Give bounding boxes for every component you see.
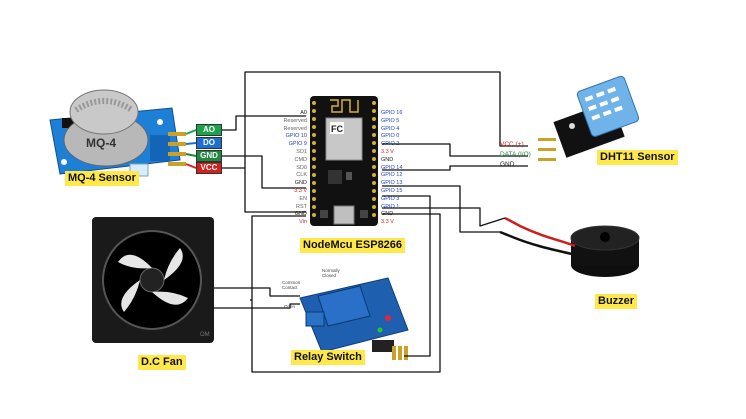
esp-pin-label: Vin — [299, 219, 307, 226]
svg-text:FC: FC — [331, 124, 343, 134]
relay-term-open: Open — [284, 304, 296, 309]
relay-switch-label: Relay Switch — [291, 350, 365, 365]
mq4-pin-vcc: VCC — [196, 162, 222, 174]
fan-image: OM — [92, 217, 214, 343]
esp-pin-label: GPIO 3 — [381, 195, 400, 202]
esp-pin-label: 3.3 V — [294, 187, 307, 194]
esp-pin-label: GPIO 12 — [381, 172, 403, 179]
esp-pin-label: EN — [299, 195, 307, 202]
esp-pin-label: GPIO 2 — [381, 141, 400, 148]
dht11-image — [538, 75, 640, 161]
esp-pin-label: SD1 — [296, 148, 307, 155]
esp-pin-label: GPIO 13 — [381, 180, 403, 187]
mq4-sensor-image: MQ-4 — [49, 89, 186, 177]
esp-left-pin-labels: A0 Reserved Reserved GPIO 10 GPIO 9 SD1 … — [255, 110, 307, 227]
mq4-chip-text: MQ-4 — [86, 136, 116, 150]
esp-pin-label: 3.3 V — [381, 148, 394, 155]
mq4-sensor-label: MQ-4 Sensor — [65, 171, 139, 186]
buzzer-label: Buzzer — [595, 294, 638, 309]
esp-pin-label: GPIO 14 — [381, 164, 403, 171]
relay-module-image — [299, 277, 409, 360]
esp-pin-label: GPIO 1 — [381, 203, 400, 210]
nodemcu-label: NodeMcu ESP8266 — [300, 238, 406, 253]
dht-pin-vcc: VCC (+) — [500, 141, 524, 148]
esp-pin-label: GPIO 5 — [381, 117, 400, 124]
esp-pin-label: GND — [294, 180, 307, 187]
esp-pin-label: GND — [381, 211, 394, 218]
mq4-pin-ao: AO — [196, 124, 222, 136]
esp-pin-label: CLK — [296, 172, 307, 179]
buzzer-image — [499, 216, 640, 277]
esp-pin-label: GND — [381, 156, 394, 163]
esp-pin-label: GPIO 10 — [285, 133, 307, 140]
wires — [185, 71, 528, 373]
relay-term-common: Common Contact — [282, 280, 301, 290]
esp-pin-label: 3.3 V — [381, 219, 394, 226]
esp-pin-label: CMD — [294, 156, 307, 163]
mq4-pin-gnd: GND — [196, 150, 222, 162]
fan-brand: OM — [200, 332, 210, 338]
fan-label: D.C Fan — [138, 355, 186, 370]
dht-pin-gnd: GND — [500, 161, 515, 168]
dht11-sensor-label: DHT11 Sensor — [597, 150, 678, 165]
esp-pin-label: GND — [294, 211, 307, 218]
esp-pin-label: GPIO 15 — [381, 187, 403, 194]
esp-pin-label: Reserved — [283, 125, 307, 132]
esp-pin-label: GPIO 9 — [288, 141, 307, 148]
esp-pin-label: Reserved — [283, 117, 307, 124]
esp-pin-label: SD0 — [296, 164, 307, 171]
nodemcu-board-image: FC — [310, 96, 378, 226]
esp-pin-label: GPIO 0 — [381, 133, 400, 140]
mq4-pin-do: DO — [196, 137, 222, 149]
esp-pin-label: A0 — [300, 110, 307, 116]
esp-pin-label: GPIO 4 — [381, 125, 400, 132]
esp-pin-label: GPIO 16 — [381, 110, 403, 116]
dht-pin-data: DATA (I/O) — [500, 151, 531, 158]
esp-pin-label: RST — [296, 203, 307, 210]
relay-term-nc: Normally Closed — [322, 268, 340, 278]
esp-right-pin-labels: GPIO 16 GPIO 5 GPIO 4 GPIO 0 GPIO 2 3.3 … — [381, 110, 431, 227]
